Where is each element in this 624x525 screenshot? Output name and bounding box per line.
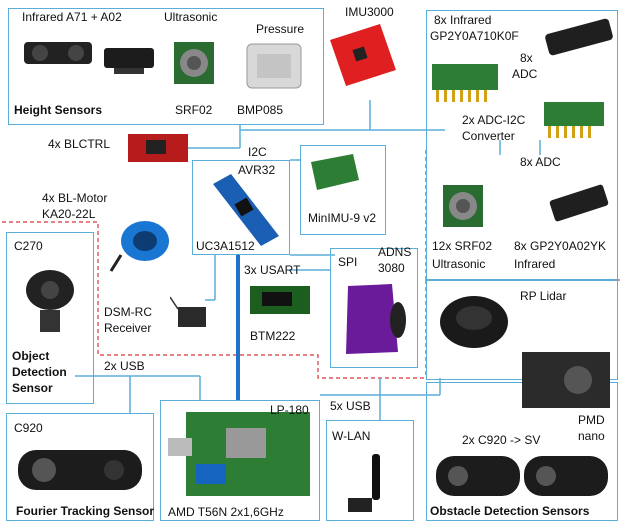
label-obstacle: Obstacle Detection Sensors [430,504,590,518]
label-pmd-1: PMD [578,413,605,427]
btm222-icon [250,286,310,314]
label-bl-motor-2: KA20-22L [42,207,96,221]
right-sensors-box [426,10,618,280]
label-object-sensor-1: Object [12,349,50,363]
label-fourier: Fourier Tracking Sensor [16,504,155,518]
adc-right-icon [544,102,604,138]
label-object-sensor-2: Detection [12,365,67,379]
label-object-sensor-3: Sensor [12,381,53,395]
dsm-receiver-icon [170,296,206,327]
label-amd: AMD T56N 2x1,6GHz [168,505,284,519]
c270-camera-icon [26,270,74,332]
minimu-icon [311,154,359,190]
label-dsm-1: DSM-RC [104,305,152,319]
label-height-sensors: Height Sensors [14,103,103,117]
label-pressure: Pressure [256,22,305,36]
rp-lidar-icon [440,296,508,348]
label-c920-sv: 2x C920 -> SV [462,433,541,447]
label-lp180: LP-180 [270,403,309,417]
lp180-box [160,400,320,521]
label-c270: C270 [14,239,43,253]
object-detection-box [6,232,94,404]
label-uc3a: UC3A1512 [196,239,255,253]
label-adc-8x-a-2: ADC [512,67,538,81]
label-srf02: SRF02 [175,103,213,117]
adns-box [330,248,418,368]
label-gp2y-2: Infrared [514,257,556,271]
label-adns-1: ADNS [378,245,412,259]
label-c920: C920 [14,421,43,435]
label-infrared-a71: Infrared A71 + A02 [22,10,122,24]
c920-sv-camera-icon [436,456,608,496]
label-dsm-2: Receiver [104,321,152,335]
height-sensors-box [8,8,324,125]
infrared-gp2y-icon [545,18,613,56]
label-minimu: MinIMU-9 v2 [308,211,377,225]
blctrl-icon [128,134,188,162]
label-adc-i2c-2: Converter [462,129,515,143]
bmp085-icon [246,43,302,89]
label-bl-motor-1: 4x BL-Motor [42,191,108,205]
label-wlan: W-LAN [332,429,371,443]
label-gp2y-1: 8x GP2Y0A02YK [514,239,607,253]
gp2y-icon [549,184,609,222]
label-imu3000: IMU3000 [345,5,394,19]
wlan-box [326,420,414,521]
label-srf02-12x-2: Ultrasonic [432,257,486,271]
label-adc-i2c-1: 2x ADC-I2C [462,113,526,127]
label-rp-lidar: RP Lidar [520,289,567,303]
fourier-box [6,413,154,521]
imu3000-icon [330,24,396,86]
label-pmd-2: nano [578,429,605,443]
label-adc-8x-b: 8x ADC [520,155,561,169]
srf02-icon [174,42,214,84]
label-infrared-8x-1: 8x Infrared [434,13,492,27]
label-srf02-12x-1: 12x SRF02 [432,239,493,253]
infrared-a02-icon [104,48,154,74]
adns-3080-icon [346,284,406,354]
lp180-board-icon [168,412,310,496]
label-usb-2x: 2x USB [104,359,145,373]
avr32-box [192,160,290,255]
label-blctrl: 4x BLCTRL [48,137,111,151]
label-spi: SPI [338,255,358,269]
label-usart: 3x USART [244,263,301,277]
dashed-region-left [2,221,426,379]
wlan-stick-icon [348,454,380,512]
label-adc-8x-a-1: 8x [520,51,533,65]
label-infrared-8x-2: GP2Y0A710K0F [430,29,519,43]
label-ultrasonic: Ultrasonic [164,10,218,24]
c920-camera-icon [18,450,142,490]
infrared-a71-icon [24,42,92,64]
label-btm222: BTM222 [250,329,296,343]
label-adns-2: 3080 [378,261,405,275]
bl-motor-icon [109,221,169,272]
pmd-nano-icon [522,352,610,408]
label-i2c: I2C [248,145,267,159]
srf02-12x-icon [443,185,483,227]
minimu-box [300,145,386,235]
label-usb-5x: 5x USB [330,399,371,413]
label-avr32: AVR32 [238,163,276,177]
adc-left-icon [432,64,498,102]
label-bmp085: BMP085 [237,103,284,117]
avr32-board-icon [213,174,279,246]
